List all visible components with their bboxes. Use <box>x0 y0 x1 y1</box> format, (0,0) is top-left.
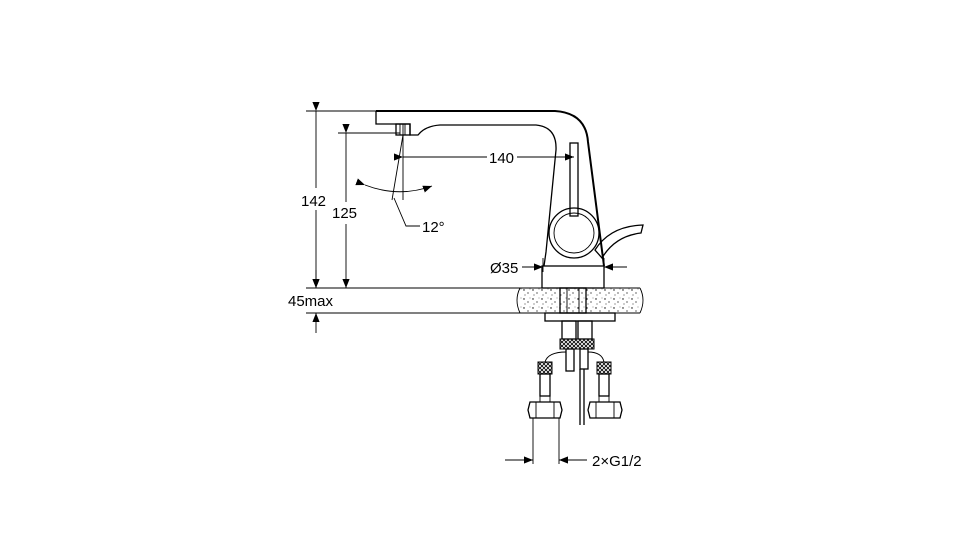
base-diameter-label: Ø35 <box>490 260 518 277</box>
dimension-base-diameter: Ø35 <box>490 260 627 277</box>
dimension-spout-reach: 140 <box>394 150 574 167</box>
dimension-spout-angle: 12° <box>355 134 445 236</box>
mounting-hardware <box>527 287 623 425</box>
dimension-connections: 2×G1/2 <box>505 453 642 470</box>
spout-angle-label: 12° <box>422 219 445 236</box>
dimension-deck-thickness: 45max <box>288 270 334 333</box>
spout-reach-label: 140 <box>489 150 514 167</box>
overall-height-label: 142 <box>301 193 326 210</box>
dimension-spout-height: 125 <box>330 124 360 288</box>
deck-thickness-label: 45max <box>288 293 334 310</box>
spout-height-label: 125 <box>332 205 357 222</box>
dimension-overall-height: 142 <box>299 102 329 288</box>
connections-label: 2×G1/2 <box>592 453 642 470</box>
countertop <box>516 287 644 314</box>
